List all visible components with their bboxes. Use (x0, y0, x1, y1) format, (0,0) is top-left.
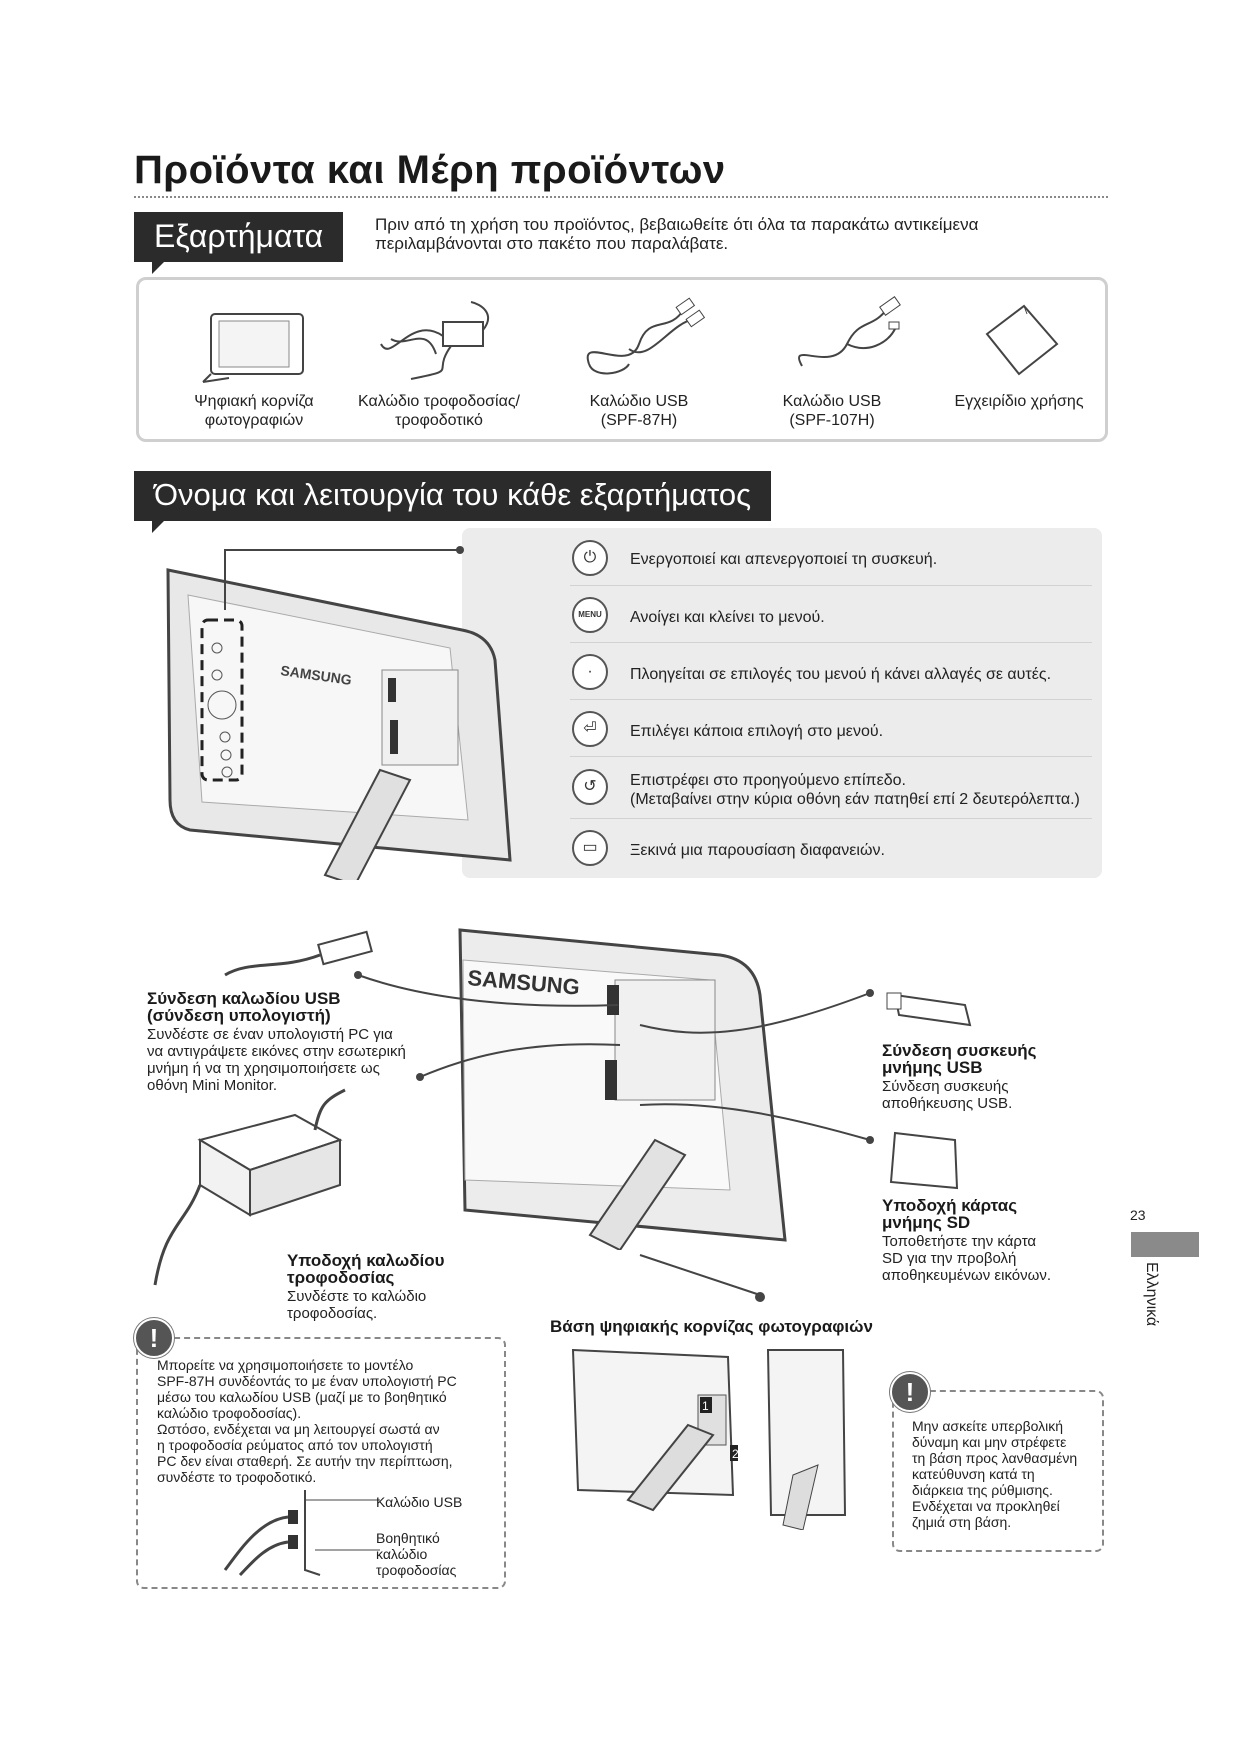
label-usb-memory: Σύνδεση συσκευής μνήμης USB Σύνδεση συσκ… (882, 1042, 1037, 1112)
navigation-pad-icon: · (572, 654, 608, 690)
page-number: 23 (1130, 1207, 1146, 1223)
component-usb-107h: Καλώδιο USB(SPF-107H) (747, 392, 917, 430)
frame-rear-large-illustration: SAMSUNG (455, 910, 805, 1250)
back-button-desc: Επιστρέφει στο προηγούμενο επίπεδο.(Μετα… (630, 771, 1080, 809)
warning-icon-2: ! (890, 1372, 930, 1412)
usb-cable-87h-illustration (569, 294, 709, 384)
menu-button-icon: MENU (572, 597, 608, 633)
label-usb-pc: Σύνδεση καλωδίου USB (σύνδεση υπολογιστή… (147, 990, 406, 1094)
language-tab-bar (1131, 1232, 1199, 1257)
back-button-icon: ↺ (572, 769, 608, 805)
aux-cable-illustration (210, 1480, 380, 1580)
section-tag-components: Εξαρτήματα (134, 212, 343, 262)
section-tag-parts: Όνομα και λειτουργία του κάθε εξαρτήματο… (134, 471, 771, 521)
sd-card-illustration (885, 1128, 965, 1193)
select-button-desc: Επιλέγει κάποια επιλογή στο μενού. (630, 722, 883, 741)
title-divider (134, 196, 1108, 198)
step-1-marker: 1 (702, 1399, 709, 1413)
power-button-icon: ⏻ (572, 540, 608, 576)
language-label: Ελληνικά (1142, 1262, 1160, 1326)
component-manual: Εγχειρίδιο χρήσης (934, 392, 1104, 411)
note-right-text: Μην ασκείτε υπερβολική δύναμη και μην στ… (912, 1418, 1077, 1530)
tag-tail (152, 262, 164, 274)
label-sd-slot: Υποδοχή κάρτας μνήμης SD Τοποθετήστε την… (882, 1197, 1051, 1284)
slideshow-button-icon: ▭ (572, 830, 608, 866)
tag-tail-2 (152, 521, 164, 533)
intro-text: Πριν από τη χρήση του προϊόντος, βεβαιωθ… (375, 215, 1095, 253)
step-2-marker: 2 (732, 1447, 738, 1461)
stand-setup-illustration-2 (763, 1345, 853, 1530)
warning-icon: ! (134, 1318, 174, 1358)
component-usb-87h: Καλώδιο USB(SPF-87H) (554, 392, 724, 430)
page-title: Προϊόντα και Μέρη προϊόντων (134, 148, 726, 193)
usb-memory-illustration (885, 985, 985, 1035)
callout-aux-cable: Βοηθητικό καλώδιο τροφοδοσίας (376, 1530, 456, 1578)
menu-button-desc: Ανοίγει και κλείνει το μενού. (630, 608, 825, 627)
usb-cable-illustration (220, 930, 380, 980)
photo-frame-illustration (189, 294, 309, 384)
frame-rear-illustration: SAMSUNG (150, 540, 530, 880)
slideshow-button-desc: Ξεκινά μια παρουσίαση διαφανειών. (630, 841, 885, 860)
controls-panel: ⏻ Ενεργοποιεί και απενεργοποιεί τη συσκε… (462, 528, 1102, 878)
power-adapter-illustration (371, 294, 501, 384)
note-left-text: Μπορείτε να χρησιμοποιήσετε το μοντέλο S… (157, 1357, 457, 1485)
select-button-icon: ⏎ (572, 711, 608, 747)
navigation-pad-desc: Πλοηγείται σε επιλογές του μενού ή κάνει… (630, 665, 1051, 684)
label-power-input: Υποδοχή καλωδίου τροφοδοσίας Συνδέστε το… (287, 1252, 445, 1322)
manual-illustration (969, 294, 1069, 384)
usb-cable-107h-illustration (777, 294, 917, 384)
stand-setup-illustration-1: 1 2 (568, 1345, 738, 1515)
label-stand: Βάση ψηφιακής κορνίζας φωτογραφιών (550, 1318, 873, 1335)
component-power-cable: Καλώδιο τροφοδοσίας/τροφοδοτικό (344, 392, 534, 430)
power-button-desc: Ενεργοποιεί και απενεργοποιεί τη συσκευή… (630, 550, 937, 569)
callout-usb-cable: Καλώδιο USB (376, 1494, 462, 1510)
